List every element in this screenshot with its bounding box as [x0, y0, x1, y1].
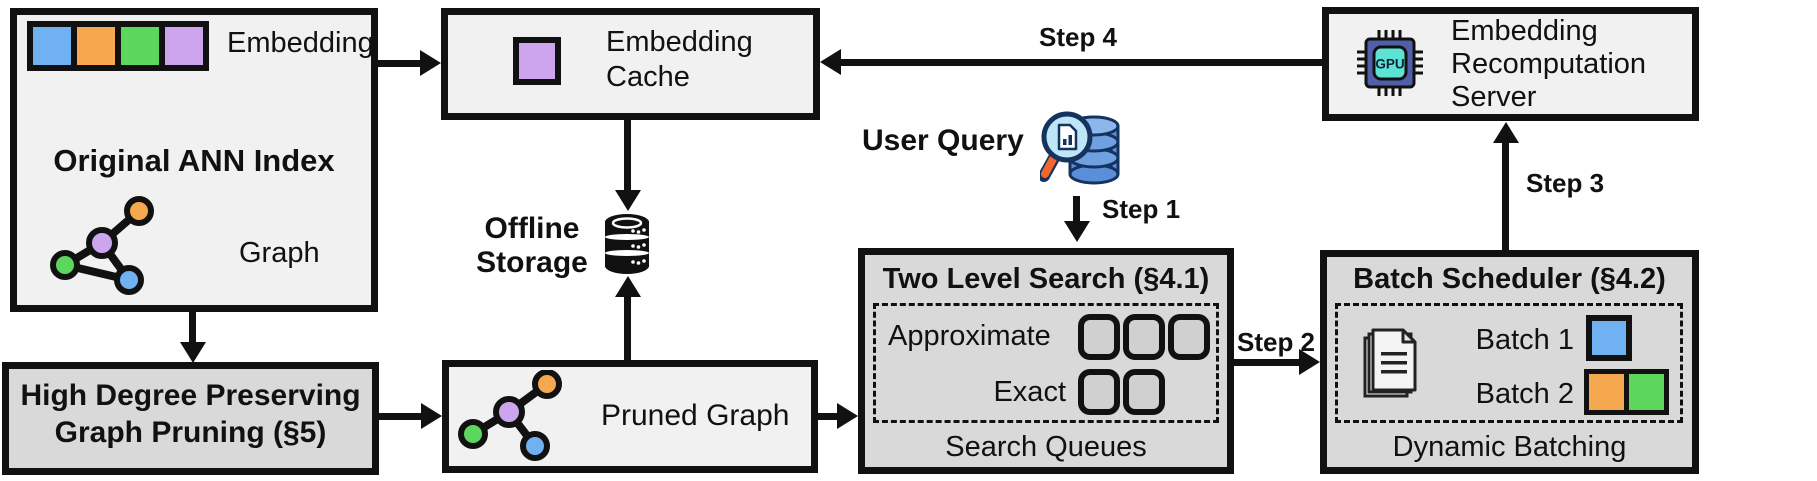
batch2-cell-orange [1589, 374, 1624, 410]
embedding-label: Embedding [227, 27, 374, 59]
exact-queue-icons [1078, 369, 1165, 415]
arrow-head [615, 276, 641, 297]
embedding-cell-orange [77, 27, 115, 65]
database-icon [605, 214, 649, 274]
server-label-line2: Recomputation [1451, 48, 1647, 80]
arrow-line [624, 295, 631, 360]
search-queues-panel: Approximate Exact [873, 303, 1219, 423]
arrow-line [189, 312, 196, 343]
offline-storage-label: Offline Storage [470, 212, 594, 280]
arrow-line [817, 413, 839, 420]
arrow-head [837, 403, 858, 429]
offline-storage-line1: Offline [484, 212, 580, 245]
embedding-cell-blue [33, 27, 71, 65]
embedding-vector-icon [27, 21, 209, 71]
arrow-head [180, 342, 206, 363]
queue-slot-icon [1168, 314, 1210, 360]
approximate-queue-icons [1078, 314, 1210, 360]
pruned-graph-icon [458, 370, 562, 461]
arrow-line [379, 413, 422, 420]
step4-label: Step 4 [1038, 22, 1118, 52]
two-level-search-title: Two Level Search (§4.1) [882, 263, 1210, 295]
batch2-label: Batch 2 [1475, 378, 1574, 410]
queue-slot-icon [1078, 369, 1120, 415]
embedding-cache-label-line2: Cache [606, 61, 690, 93]
arrow-head [420, 50, 441, 76]
user-query-icon [1040, 111, 1120, 185]
graph-label: Graph [239, 237, 320, 269]
graph-pruning-box: High Degree Preserving Graph Pruning (§5… [2, 362, 379, 475]
two-level-search-box: Two Level Search (§4.1) Approximate Exac… [858, 248, 1234, 474]
original-ann-index-title: Original ANN Index [53, 143, 335, 178]
approximate-label: Approximate [888, 320, 1051, 352]
dynamic-batching-panel: Batch 1 Batch 2 [1335, 303, 1683, 423]
offline-storage-line2: Storage [476, 246, 588, 279]
exact-label: Exact [993, 376, 1066, 408]
queue-slot-icon [1078, 314, 1120, 360]
arrow-head [615, 190, 641, 211]
server-label-line1: Embedding [1451, 15, 1598, 47]
arrow-line [624, 120, 631, 191]
arrow-head [421, 403, 442, 429]
search-queues-footer: Search Queues [945, 431, 1147, 463]
embedding-cell-purple [165, 27, 203, 65]
step1-label: Step 1 [1102, 194, 1181, 224]
cached-embedding-icon [513, 37, 561, 85]
gpu-chip-label: GPU [1375, 57, 1404, 72]
batch2-embedding-icons [1584, 369, 1669, 415]
arrow-head [820, 49, 841, 75]
batch-scheduler-box: Batch Scheduler (§4.2) Batch 1 Batch 2 D… [1320, 250, 1699, 474]
arrow-head [1064, 221, 1090, 242]
step2-label: Step 2 [1236, 327, 1316, 357]
batch2-cell-green [1629, 374, 1664, 410]
queue-slot-icon [1123, 369, 1165, 415]
recomputation-server-box: GPU Embedding Recomputation Server [1322, 7, 1699, 121]
embedding-cache-label-line1: Embedding [606, 26, 753, 58]
server-label-line3: Server [1451, 81, 1537, 113]
embedding-cell-green [121, 27, 159, 65]
graph-pruning-title-line2: Graph Pruning (§5) [54, 416, 327, 449]
pruned-graph-box: Pruned Graph [442, 360, 818, 473]
arrow-head [1299, 349, 1320, 375]
batch1-label: Batch 1 [1475, 324, 1574, 356]
user-query-label: User Query [862, 124, 1024, 157]
arrow-line [1233, 359, 1301, 366]
arrow-line [840, 59, 1322, 66]
batch1-embedding-icon [1586, 315, 1632, 361]
dynamic-batching-footer: Dynamic Batching [1392, 431, 1627, 463]
pruned-graph-label: Pruned Graph [601, 399, 790, 432]
batch-scheduler-title: Batch Scheduler (§4.2) [1353, 263, 1666, 295]
original-ann-index-box: Embedding Original ANN Index Graph [10, 8, 378, 312]
graph-pruning-title-line1: High Degree Preserving [20, 379, 361, 412]
gpu-chip-icon: GPU [1357, 30, 1423, 96]
queue-slot-icon [1123, 314, 1165, 360]
embedding-cache-box: Embedding Cache [441, 8, 820, 120]
step3-label: Step 3 [1526, 168, 1605, 198]
arrow-line [1073, 196, 1080, 222]
documents-icon [1363, 328, 1417, 398]
arrow-head [1493, 122, 1519, 143]
arrow-line [1502, 141, 1509, 250]
graph-icon [50, 196, 154, 295]
arrow-line [378, 60, 421, 67]
